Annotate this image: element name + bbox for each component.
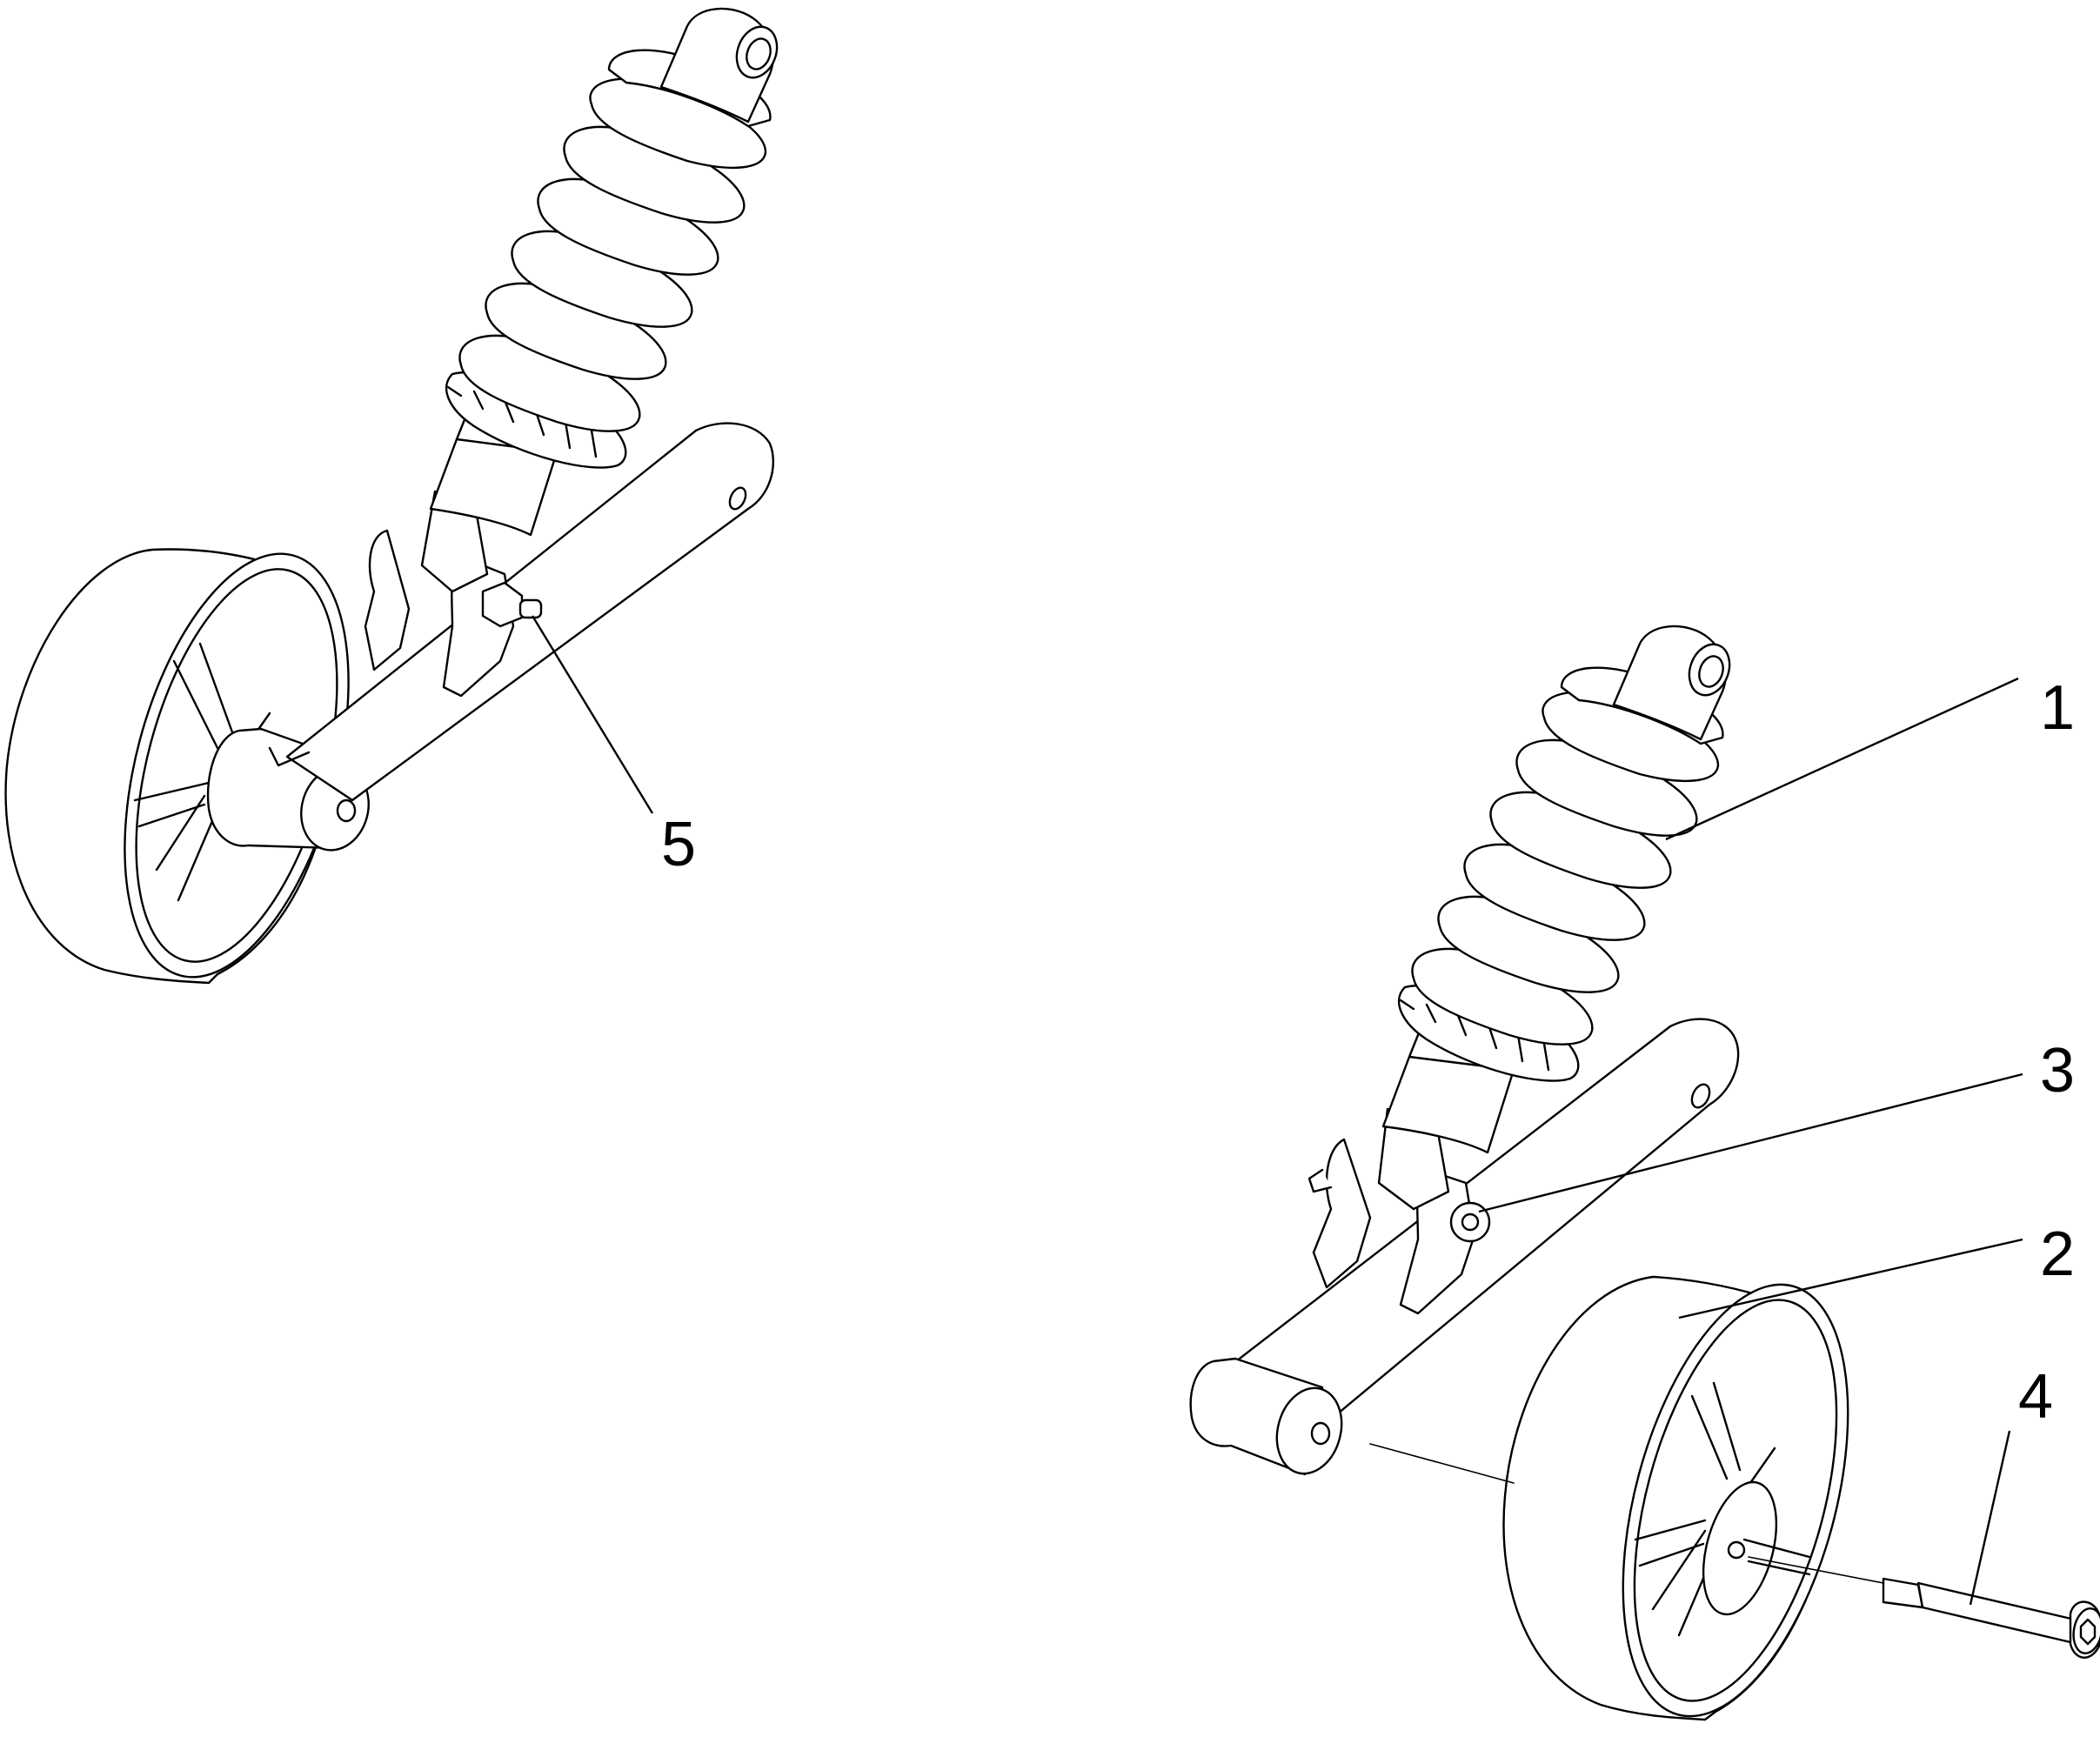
callout-leaders <box>531 615 2023 1606</box>
callout-labels: 5 1 3 2 4 <box>661 673 2075 1432</box>
left-shock-absorber <box>429 7 779 537</box>
callout-1: 1 <box>2040 673 2075 743</box>
axle-bolt <box>1748 1556 2100 1659</box>
right-shock-absorber <box>1381 625 1731 1154</box>
left-shock-mount <box>364 490 543 698</box>
left-wheel <box>4 548 370 985</box>
assembled-suspension <box>4 7 779 985</box>
callout-3: 3 <box>2040 1036 2075 1106</box>
callout-4: 4 <box>2018 1362 2053 1432</box>
right-wheel <box>1369 1275 1849 1721</box>
callout-5: 5 <box>661 810 696 879</box>
callout-2: 2 <box>2040 1219 2075 1289</box>
exploded-suspension <box>1189 625 2100 1721</box>
